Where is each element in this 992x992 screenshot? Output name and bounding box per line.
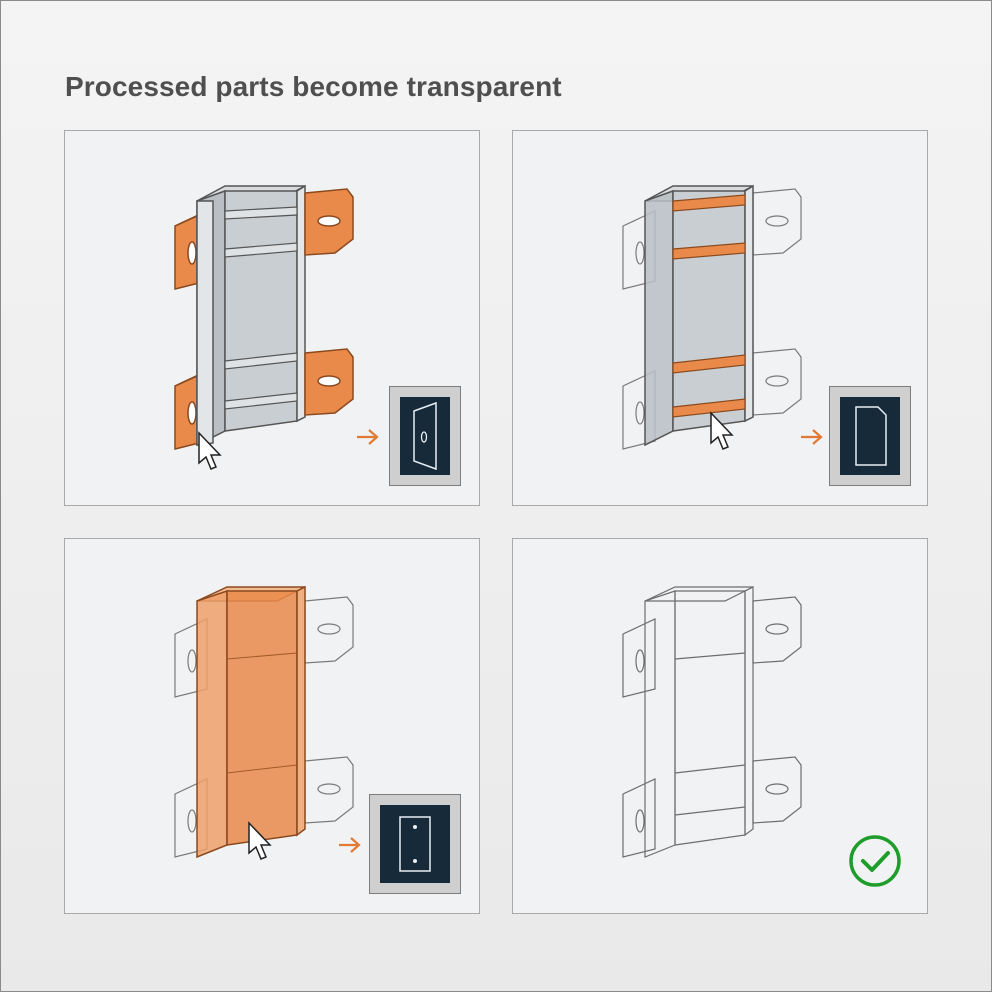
right-bracket-upper	[304, 188, 354, 256]
assembly-3d-view[interactable]	[513, 131, 929, 507]
arrow-right-icon	[801, 429, 823, 445]
step-2-panel	[512, 130, 928, 506]
assembly-3d-view[interactable]	[513, 539, 929, 915]
assembly-transparent	[622, 586, 802, 858]
arrow-right-icon	[357, 429, 379, 445]
step-1-panel	[64, 130, 480, 506]
checkmark-circle-icon	[849, 835, 901, 887]
shelf-flat-pattern-icon	[855, 406, 887, 466]
bracket-flat-pattern-thumbnail[interactable]	[389, 386, 461, 486]
step-4-panel	[512, 538, 928, 914]
shelves-highlighted	[672, 194, 746, 418]
right-bracket-lower	[304, 348, 354, 416]
arrow-right-icon	[339, 837, 361, 853]
assembly-3d-view[interactable]	[65, 131, 481, 507]
mouse-cursor	[710, 411, 734, 450]
shelves	[224, 206, 298, 410]
main-channel-highlighted	[196, 585, 306, 859]
channel-flat-pattern-thumbnail[interactable]	[369, 794, 461, 894]
step-3-panel	[64, 538, 480, 914]
page-title: Processed parts become transparent	[65, 71, 562, 102]
mouse-cursor	[248, 821, 272, 860]
mouse-cursor	[198, 431, 222, 470]
bracket-flat-pattern-icon	[413, 401, 437, 471]
channel-flat-pattern-icon	[399, 816, 431, 872]
assembly-3d-view[interactable]	[65, 539, 481, 915]
right-brackets-transparent	[752, 188, 802, 416]
shelves-transparent	[226, 652, 298, 774]
shelf-flat-pattern-thumbnail[interactable]	[829, 386, 911, 486]
